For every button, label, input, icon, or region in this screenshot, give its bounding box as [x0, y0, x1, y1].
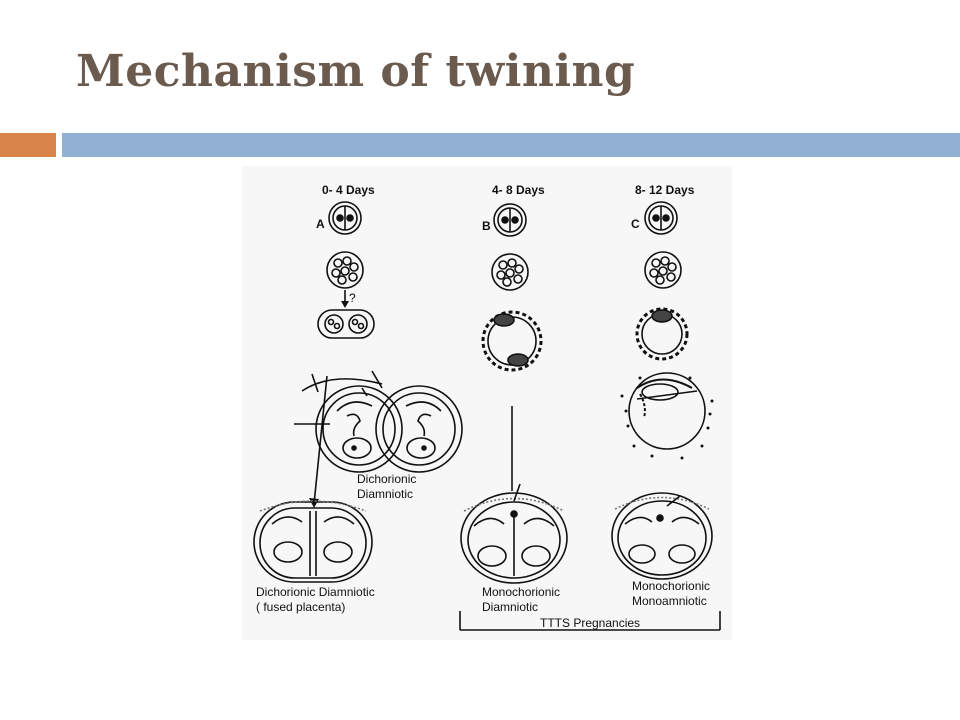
accent-bar-blue — [62, 133, 960, 157]
ttts-bracket — [459, 611, 721, 631]
question-mark: ? — [349, 291, 356, 305]
two-blastocysts-a — [317, 309, 375, 339]
label-diamniotic: Diamniotic — [357, 487, 413, 501]
slide-title: Mechanism of twining — [76, 46, 636, 97]
label-fused-placenta: ( fused placenta) — [256, 600, 345, 614]
zygote-a — [328, 201, 362, 235]
embryonic-disc-c — [620, 372, 714, 460]
label-monochorionic-2: Monochorionic — [632, 579, 710, 593]
label-dichorionic-diamniotic: Dichorionic Diamniotic — [256, 585, 375, 599]
morula-a — [326, 251, 364, 289]
dichorionic-pair — [301, 378, 463, 473]
header-4-8-days: 4- 8 Days — [492, 183, 545, 197]
morula-c — [644, 251, 682, 289]
monochorionic-monoamniotic-twins — [611, 492, 713, 580]
label-diamniotic-2: Diamniotic — [482, 600, 538, 614]
zygote-b — [493, 203, 527, 237]
blastocyst-b — [481, 310, 543, 372]
letter-a: A — [316, 217, 325, 231]
label-monochorionic-1: Monochorionic — [482, 585, 560, 599]
header-8-12-days: 8- 12 Days — [635, 183, 695, 197]
monochorionic-diamniotic-twins — [460, 483, 568, 584]
blastocyst-c — [635, 307, 689, 361]
letter-c: C — [631, 217, 640, 231]
zygote-c — [644, 201, 678, 235]
label-monoamniotic: Monoamniotic — [632, 594, 707, 608]
letter-b: B — [482, 219, 491, 233]
label-dichorionic: Dichorionic — [357, 472, 416, 486]
header-0-4-days: 0- 4 Days — [322, 183, 375, 197]
morula-b — [491, 253, 529, 291]
fused-placenta-twins — [253, 500, 373, 583]
label-ttts-pregnancies: TTTS Pregnancies — [540, 616, 640, 630]
accent-bar-orange — [0, 133, 56, 157]
twinning-diagram: 0- 4 Days 4- 8 Days 8- 12 Days A B C — [242, 166, 732, 640]
